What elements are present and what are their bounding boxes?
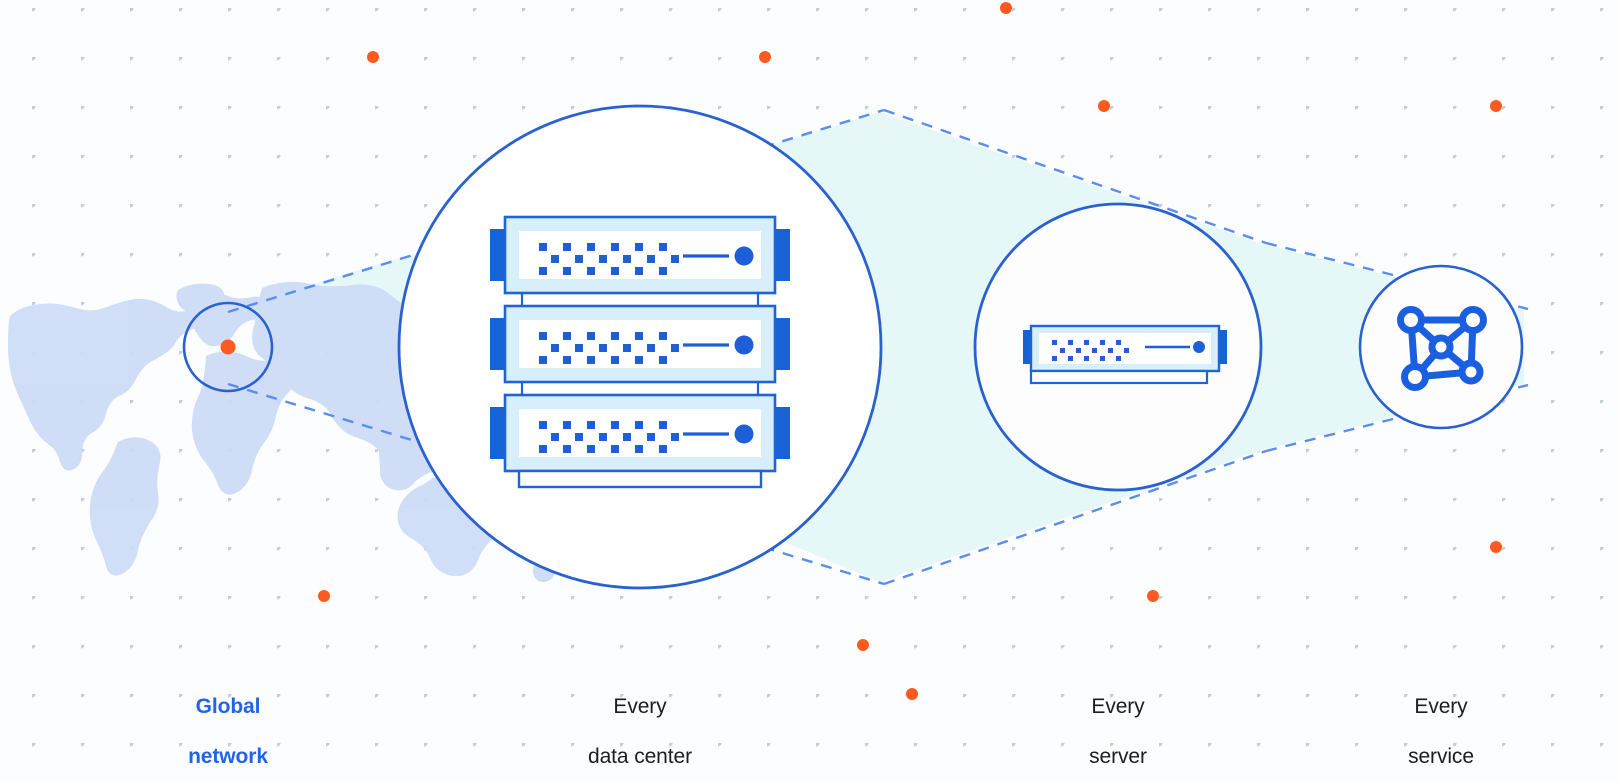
server-base-plate (1029, 369, 1209, 385)
label-data-center-line1: Every (613, 695, 667, 718)
global-network-marker-dot (220, 339, 236, 355)
server-indicator-dot (734, 424, 754, 444)
label-service: Every service (1341, 669, 1541, 782)
stage-data-center[interactable] (397, 104, 883, 590)
accent-dot (367, 51, 379, 63)
graph-node-center (1428, 334, 1454, 360)
label-service-line2: service (1408, 745, 1474, 768)
graph-node-bottom-right (1458, 359, 1484, 385)
graph-node-top-right (1459, 306, 1487, 334)
accent-dot (1490, 541, 1502, 553)
rack-legs-1 (520, 293, 760, 306)
accent-dot (318, 590, 330, 602)
stage-server[interactable] (973, 202, 1263, 492)
rack-base-plate (517, 469, 763, 489)
server-led-grid (539, 332, 679, 364)
accent-dot (1098, 100, 1110, 112)
label-data-center: Every data center (520, 669, 760, 782)
rack-legs-2 (520, 382, 760, 395)
stage-global-network[interactable] (182, 301, 274, 393)
accent-dot (1147, 590, 1159, 602)
server-led-grid (539, 243, 679, 275)
server-rack-unit-2 (490, 304, 790, 384)
funnel-line-2-top (883, 108, 1267, 245)
label-global-network-line1: Global (195, 695, 261, 718)
label-server-line2: server (1089, 745, 1147, 768)
server-led-grid (1052, 340, 1129, 361)
graph-node-bottom-left (1401, 363, 1429, 391)
accent-dot (1000, 2, 1012, 14)
accent-dot (759, 51, 771, 63)
server-led-grid (539, 421, 679, 453)
funnel-line-2-bottom (883, 449, 1267, 586)
server-unit (1023, 324, 1227, 385)
label-global-network: Global network (128, 669, 328, 782)
server-indicator-dot (734, 246, 754, 266)
accent-dots (318, 2, 1502, 700)
global-network-circle (182, 301, 274, 393)
label-server-line1: Every (1091, 695, 1145, 718)
server-rack-unit-1 (490, 215, 790, 295)
server-indicator-dot (734, 335, 754, 355)
accent-dot (857, 639, 869, 651)
stage-service[interactable] (1358, 264, 1524, 430)
accent-dot (1490, 100, 1502, 112)
server-rack-unit-3 (490, 393, 790, 473)
graph-node-top-left (1397, 306, 1425, 334)
label-service-line1: Every (1414, 695, 1468, 718)
accent-dot (906, 688, 918, 700)
label-server: Every server (1018, 669, 1218, 782)
label-data-center-line2: data center (588, 745, 692, 768)
label-global-network-line2: network (188, 745, 268, 768)
network-graph-nodes (1397, 306, 1487, 391)
server-indicator-dot (1193, 341, 1205, 353)
